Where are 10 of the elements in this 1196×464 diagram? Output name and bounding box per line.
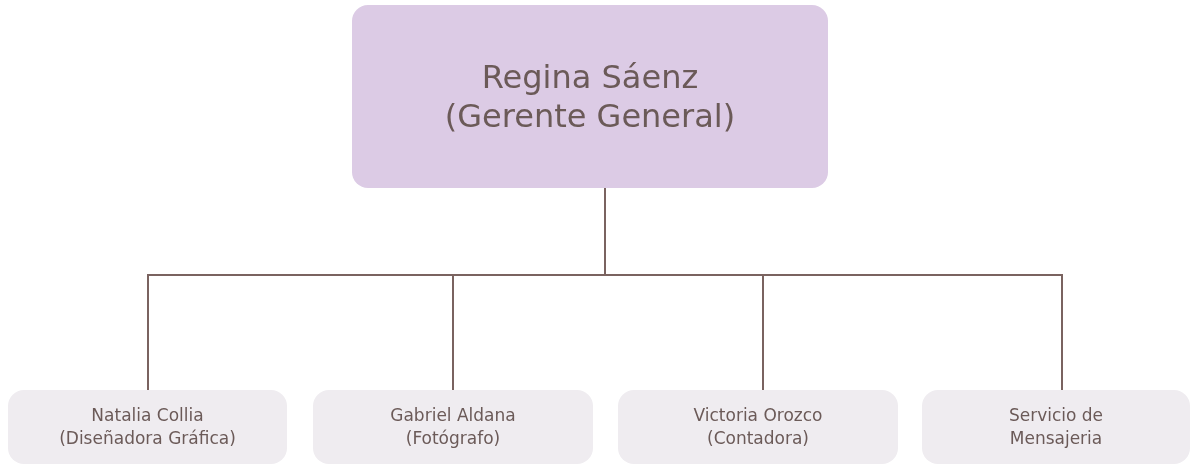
employee-box <box>618 390 898 464</box>
node-text: Servicio de Mensajeria <box>1007 404 1105 450</box>
employee-box <box>922 390 1190 464</box>
node-text: Natalia Collia (Diseñadora Gráfica) <box>58 404 237 450</box>
node-text: Gabriel Aldana (Fotógrafo) <box>389 404 517 450</box>
node-text: Regina Sáenz (Gerente General) <box>443 58 737 135</box>
employee-box <box>8 390 287 464</box>
node-text: Victoria Orozco (Contadora) <box>692 404 824 450</box>
employee-box <box>313 390 593 464</box>
manager-box <box>352 5 828 188</box>
